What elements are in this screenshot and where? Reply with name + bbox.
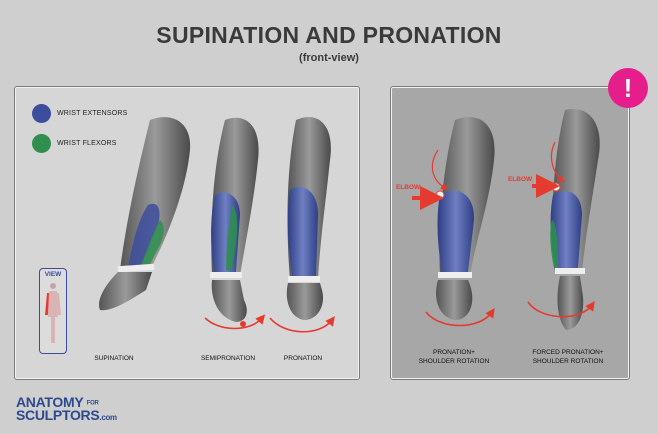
elbow-label: ELBOW [396,184,421,191]
alert-icon: ! [608,68,648,108]
label-line: FORCED PRONATION+ [532,349,604,356]
label-line: SHOULDER ROTATION [532,358,604,365]
logo-word: ANATOMY [16,394,84,410]
label-line: SHOULDER ROTATION [418,358,490,365]
label-pronation-shoulder: PRONATION+ SHOULDER ROTATION [404,348,504,366]
legend-item-flexors: WRIST FLEXORS [32,134,117,153]
logo-small: .com [99,413,117,422]
extensors-color-dot [32,104,51,123]
legend-item-extensors: WRIST EXTENSORS [32,104,128,123]
arm-supination [99,117,191,311]
arm-semipronation [204,117,266,330]
arm-pronation-shoulder [412,116,495,327]
arm-forced-pronation [527,108,600,330]
page-title: SUPINATION AND PRONATION [156,22,502,48]
elbow-label: ELBOW [508,176,533,183]
label-line: PRONATION+ [433,349,475,356]
label-semipronation: SEMIPRONATION [200,355,256,362]
label-pronation: PRONATION [283,355,323,362]
flexors-color-dot [32,134,51,153]
view-label: VIEW [44,271,62,278]
page-subtitle: (front-view) [299,52,359,64]
logo-word: SCULPTORS [16,407,100,423]
arm-pronation [269,116,335,333]
logo-small: FOR [86,400,99,407]
view-badge: VIEW [39,268,67,354]
body-figure-icon [45,283,61,343]
legend-label: WRIST FLEXORS [57,140,117,147]
label-supination: SUPINATION [94,355,134,362]
brand-logo: ANATOMY FOR SCULPTORS.com [16,394,117,423]
legend-label: WRIST EXTENSORS [57,110,128,117]
label-forced-pronation: FORCED PRONATION+ SHOULDER ROTATION [514,348,622,366]
